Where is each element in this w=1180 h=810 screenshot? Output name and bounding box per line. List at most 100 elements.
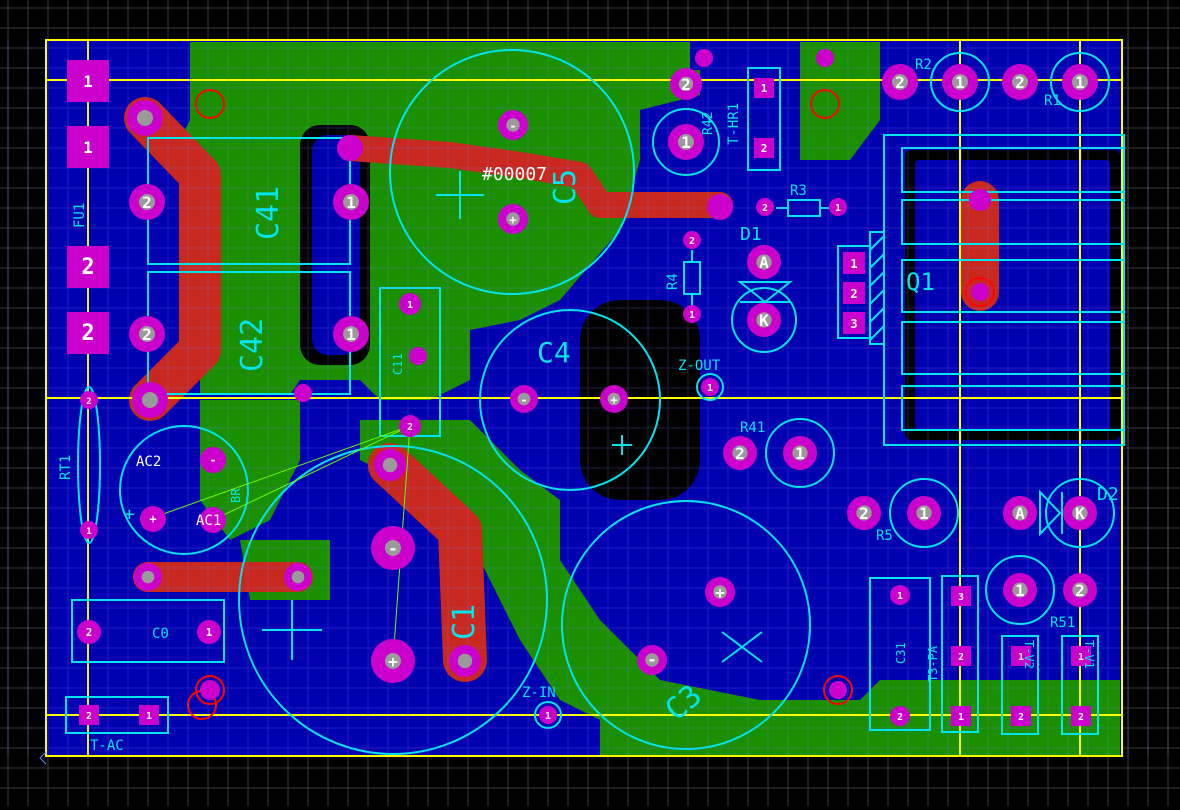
designators: FU1 C41 C42 C5 C11 C4 C1 C3 C0 RT1 BR AC… [58,57,1119,754]
label-c42: C42 [235,318,270,372]
pad-num: - [647,650,657,669]
label-ac1: AC1 [196,513,221,529]
pad-num: 1 [346,193,356,212]
pad-num: 1 [835,203,841,214]
pad-num: + [715,583,725,602]
c0-outline [71,599,225,663]
drill-hole [756,254,772,270]
pad-num: 1 [689,310,695,321]
net-label: #00007 [482,164,547,185]
br-pad-ac2 [200,447,226,473]
fu1-pad-1 [67,60,109,102]
pad-num: 3 [958,592,964,603]
mounting-holes [187,89,995,720]
c42-via [294,384,312,402]
d2-outline [1045,478,1115,548]
label-z-in: Z-IN [522,685,556,701]
r1-outline [1050,52,1110,112]
pad-num: + [610,393,617,407]
drill-hole [141,570,155,584]
drill-hole [139,194,155,210]
pad-num: K [759,311,769,330]
fu1-pad-2b [67,312,109,354]
drill-hole [792,445,808,461]
pad-num: 1 [346,325,356,344]
drill-hole [732,445,748,461]
c31-pad-2 [890,706,910,726]
drill-hole [856,505,872,521]
drill-hole [756,312,772,328]
c3-outline [561,500,811,750]
r51-outline [985,555,1055,625]
mh-bl-pad [200,680,220,700]
r3-pad-1 [829,198,847,216]
drill-hole [1012,505,1028,521]
c11-pad-1 [399,293,421,315]
c31-outline [869,577,931,731]
label-z-out: Z-OUT [678,358,721,374]
mh-br-pad [829,681,847,699]
pad-num: + [388,652,398,671]
pad-num: 2 [761,142,768,155]
pad-num: 2 [81,321,94,346]
t-v1-outline [1061,635,1099,735]
drill-hole [645,653,659,667]
label-r51: R51 [1050,615,1075,631]
pad-num: 1 [850,257,857,271]
fu1-pad-1b [67,126,109,168]
drill-hole [385,540,401,556]
c0-pad-2 [77,620,101,644]
label-c4: C4 [537,336,571,369]
pad-num: 2 [86,397,91,407]
r3-pad-2 [756,198,774,216]
c11-pad-2 [399,415,421,437]
pad-num: - [209,453,216,467]
label-br-plus: + [124,504,135,525]
pad-num: 1 [681,133,691,152]
drill-hole [517,392,531,406]
c1-outline [238,445,548,755]
pad-num: 1 [795,444,805,463]
d1-outline [731,287,797,353]
c31-pad-1 [890,585,910,605]
pad-num: 2 [1018,712,1024,723]
label-r41: R41 [740,420,765,436]
label-r3: R3 [790,183,807,199]
top-tracks [124,97,999,682]
pad-num: 1 [1075,73,1085,92]
r42-outline [652,108,720,176]
pad-num: 1 [958,712,964,723]
drill-hole [607,392,621,406]
pad-num: 1 [919,504,929,523]
pad-num: 2 [735,444,745,463]
fu1-pad-2 [67,246,109,288]
pad-num: 2 [958,652,964,663]
pad-num: 1 [545,711,551,722]
r41-outline [765,418,835,488]
label-r4: R4 [665,273,681,290]
drill-hole [385,653,401,669]
c11-via [409,347,427,365]
drill-hole [343,194,359,210]
label-r5: R5 [876,528,893,544]
c41-via [337,135,363,161]
drill-hole [137,110,153,126]
label-d1: D1 [740,224,762,245]
t-hr1-outline [747,67,781,171]
rt1-outline [77,386,101,544]
pad-num: + [509,213,516,227]
drill-hole [506,118,520,132]
label-br: BR [229,488,243,503]
pad-num: 2 [407,422,413,433]
pad-num: 2 [142,193,152,212]
pad-num: 2 [689,236,695,247]
label-t-ac: T-AC [90,738,124,754]
pad-num: + [149,512,156,526]
z-in-pad [539,706,557,724]
t3-pa-pad-1 [951,706,971,726]
c0-pad-1 [197,620,221,644]
pad-num: K [1075,504,1085,523]
pad-num: 2 [81,255,94,280]
